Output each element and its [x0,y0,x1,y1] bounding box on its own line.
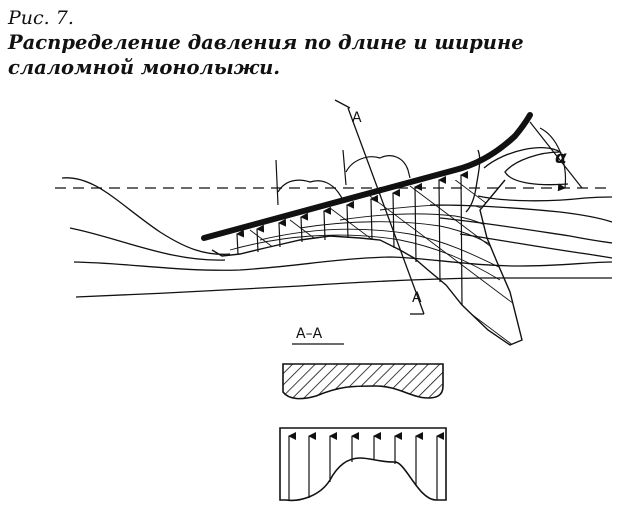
flow-line [73,256,613,271]
cross-pressure-outline [279,427,447,502]
flow-line [459,233,613,259]
section-label-top: А [352,110,362,126]
flow-line [477,195,613,202]
flow-line [75,277,612,298]
pressure-arrow [278,218,287,248]
figure-caption: Рис. 7. Распределение давления по длине … [8,6,618,80]
section-label-bottom: А [412,290,422,306]
cross-section-shape [282,363,444,400]
section-title-group: А–А [292,326,344,345]
ski-cross-section [282,363,444,400]
pressure-arrow [256,224,265,253]
angle-label: α [555,148,567,168]
snow-clump [277,179,343,199]
cross-pressure-distribution [279,427,447,502]
tip-eddy [483,146,569,186]
pressure-arrow [370,194,379,241]
pressure-arrow [323,206,332,241]
angle-marker: α [529,121,583,192]
flow-line [61,177,231,255]
section-line: А А [334,99,425,315]
ski-body [201,112,533,241]
flow-lines [61,146,613,298]
pressure-arrows [236,170,469,306]
snow-clumps [275,149,411,206]
figure-description: Распределение давления по длине и ширине… [8,31,524,79]
pressure-arrow [346,200,355,239]
pressure-arrow [392,188,401,249]
pressure-arrow [438,175,447,283]
pressure-arrow [414,182,423,263]
flow-line [69,227,226,261]
snow-clump [345,155,411,179]
ski [201,112,533,241]
figure-number: Рис. 7. [8,7,74,29]
boot-edge [342,149,347,186]
pressure-arrow [300,212,309,243]
boot-edge [275,159,279,206]
pressure-envelope [211,179,523,346]
pressure-arrow [460,170,469,306]
pressure-arrow [236,229,245,255]
section-title: А–А [296,326,323,342]
flow-line [439,217,613,244]
